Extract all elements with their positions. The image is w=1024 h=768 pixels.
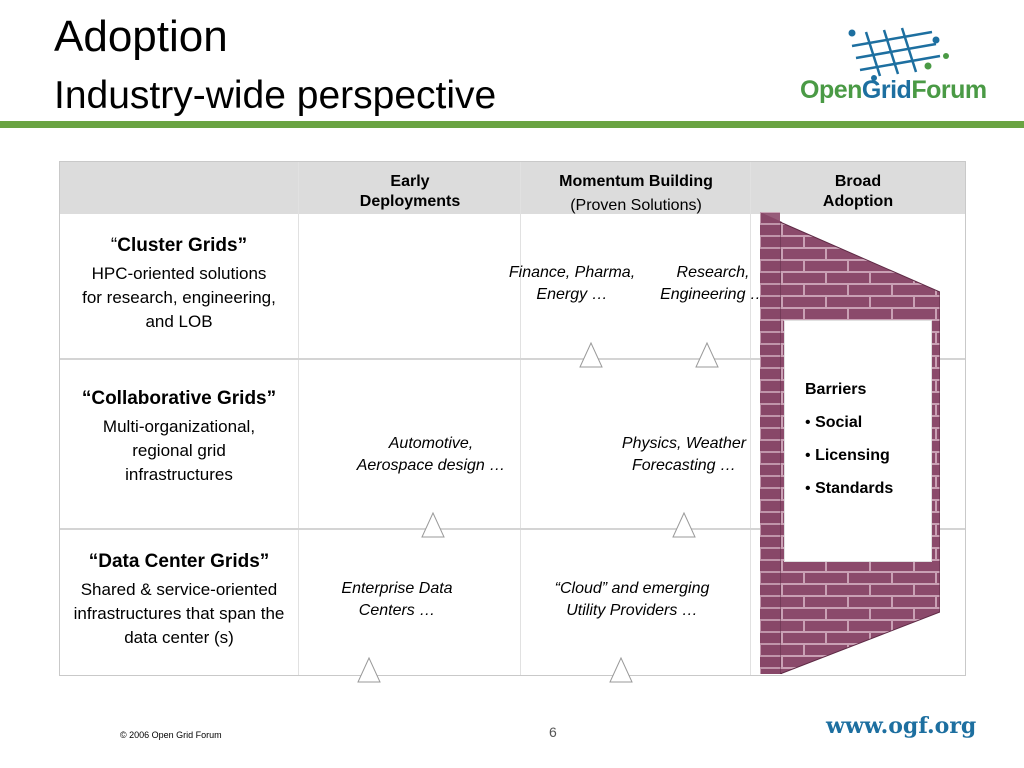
slide-title: Adoption [54, 12, 228, 61]
row-divider [60, 528, 965, 530]
cluster-example-research: Research,Engineering … [660, 264, 766, 303]
cluster-example-finance: Finance, Pharma,Energy … [508, 264, 636, 303]
slide-subtitle: Industry-wide perspective [54, 74, 497, 117]
barriers-heading: Barriers [805, 381, 867, 398]
title-divider [0, 121, 1024, 128]
table-header [60, 162, 965, 214]
logo-wordmark: OpenGridForum [800, 76, 987, 104]
page-number: 6 [549, 724, 557, 740]
open-grid-forum-logo [848, 27, 949, 81]
column-divider [298, 162, 299, 675]
barriers-list: Barriers • Social • Licensing • Standard… [805, 373, 893, 505]
triangle-marker-icon [609, 656, 633, 683]
copyright-notice: © 2006 Open Grid Forum [120, 730, 222, 740]
row-label-collaborative-grids: “Collaborative Grids” Multi-organization… [81, 388, 277, 484]
triangle-marker-icon [695, 341, 719, 368]
barrier-item-social: • Social [805, 414, 863, 431]
barrier-item-licensing: • Licensing [805, 447, 890, 464]
triangle-marker-icon [672, 511, 696, 538]
triangle-marker-icon [421, 511, 445, 538]
triangle-marker-icon [579, 341, 603, 368]
row-divider [60, 358, 965, 360]
column-divider [520, 162, 521, 675]
footer-url: www.ogf.org [826, 713, 977, 739]
column-header-momentum: Momentum Building(Proven Solutions) [559, 173, 713, 214]
row-label-cluster-grids: “Cluster Grids” HPC-oriented solutions f… [82, 235, 276, 331]
triangle-marker-icon [357, 656, 381, 683]
collab-example-automotive: Automotive,Aerospace design … [356, 435, 506, 474]
barriers-panel [784, 320, 932, 562]
column-divider [750, 162, 751, 675]
barrier-item-standards: • Standards [805, 480, 894, 497]
row-label-data-center-grids: “Data Center Grids” Shared & service-ori… [73, 551, 285, 647]
